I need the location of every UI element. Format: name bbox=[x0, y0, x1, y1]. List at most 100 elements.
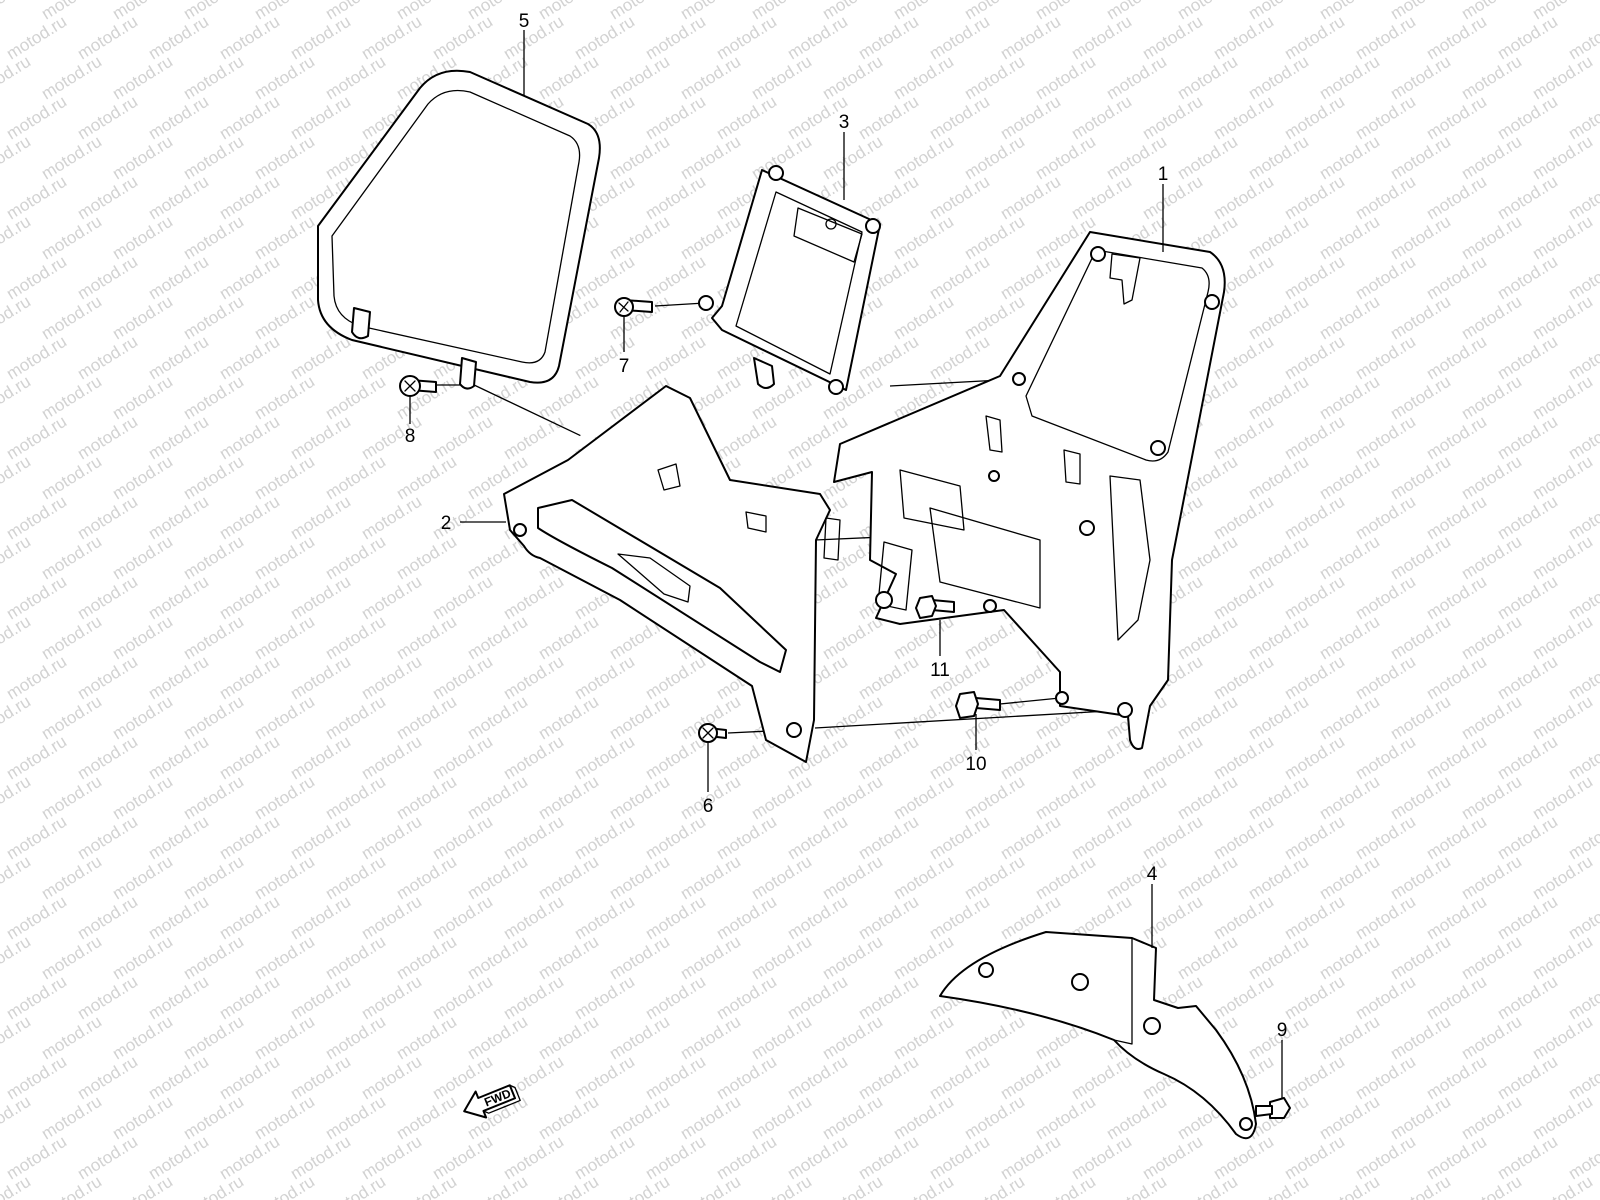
watermark-text: motod.ru bbox=[322, 932, 389, 984]
watermark-text: motod.ru bbox=[1529, 52, 1596, 104]
watermark-text: motod.ru bbox=[393, 692, 460, 744]
watermark-text: motod.ru bbox=[180, 292, 247, 344]
watermark-text: motod.ru bbox=[251, 932, 318, 984]
watermark-text: motod.ru bbox=[3, 252, 70, 304]
watermark-text: motod.ru bbox=[1281, 732, 1348, 784]
watermark-text: motod.ru bbox=[180, 932, 247, 984]
watermark-text: motod.ru bbox=[1458, 452, 1525, 504]
watermark-text: motod.ru bbox=[251, 292, 318, 344]
watermark-text: motod.ru bbox=[393, 1092, 460, 1144]
bolt-11 bbox=[915, 595, 955, 619]
watermark-text: motod.ru bbox=[890, 1092, 957, 1144]
watermark-text: motod.ru bbox=[1103, 852, 1170, 904]
watermark-text: motod.ru bbox=[322, 692, 389, 744]
watermark-text: motod.ru bbox=[38, 692, 105, 744]
watermark-text: motod.ru bbox=[109, 452, 176, 504]
watermark-text: motod.ru bbox=[109, 292, 176, 344]
watermark-text: motod.ru bbox=[1281, 12, 1348, 64]
watermark-text: motod.ru bbox=[180, 852, 247, 904]
watermark-text: motod.ru bbox=[819, 52, 886, 104]
watermark-text: motod.ru bbox=[855, 12, 922, 64]
watermark-text: motod.ru bbox=[38, 212, 105, 264]
watermark-text: motod.ru bbox=[74, 892, 141, 944]
watermark-text: motod.ru bbox=[1423, 892, 1490, 944]
watermark-text: motod.ru bbox=[74, 1052, 141, 1104]
watermark-text: motod.ru bbox=[1032, 772, 1099, 824]
watermark-text: motod.ru bbox=[784, 12, 851, 64]
watermark-text: motod.ru bbox=[997, 12, 1064, 64]
watermark-text: motod.ru bbox=[606, 1012, 673, 1064]
watermark-text: motod.ru bbox=[145, 892, 212, 944]
watermark-text: motod.ru bbox=[642, 1132, 709, 1184]
watermark-text: motod.ru bbox=[1032, 852, 1099, 904]
watermark-text: motod.ru bbox=[1458, 532, 1525, 584]
watermark-text: motod.ru bbox=[0, 1172, 34, 1200]
watermark-text: motod.ru bbox=[109, 532, 176, 584]
watermark-text: motod.ru bbox=[216, 732, 283, 784]
watermark-text: motod.ru bbox=[1281, 252, 1348, 304]
callout-3: 3 bbox=[839, 112, 850, 133]
watermark-text: motod.ru bbox=[642, 732, 709, 784]
watermark-text: motod.ru bbox=[1210, 172, 1277, 224]
watermark-text: motod.ru bbox=[926, 1132, 993, 1184]
watermark-text: motod.ru bbox=[180, 452, 247, 504]
watermark-text: motod.ru bbox=[393, 932, 460, 984]
watermark-text: motod.ru bbox=[500, 812, 567, 864]
watermark-text: motod.ru bbox=[1174, 692, 1241, 744]
watermark-text: motod.ru bbox=[819, 852, 886, 904]
watermark-text: motod.ru bbox=[890, 212, 957, 264]
watermark-text: motod.ru bbox=[216, 412, 283, 464]
watermark-text: motod.ru bbox=[322, 772, 389, 824]
screw-6 bbox=[698, 723, 727, 743]
watermark-text: motod.ru bbox=[1423, 332, 1490, 384]
watermark-text: motod.ru bbox=[251, 212, 318, 264]
watermark-text: motod.ru bbox=[1281, 412, 1348, 464]
watermark-text: motod.ru bbox=[961, 132, 1028, 184]
watermark-text: motod.ru bbox=[500, 1132, 567, 1184]
watermark-text: motod.ru bbox=[855, 812, 922, 864]
watermark-text: motod.ru bbox=[1245, 772, 1312, 824]
watermark-text: motod.ru bbox=[961, 212, 1028, 264]
watermark-text: motod.ru bbox=[606, 132, 673, 184]
watermark-text: motod.ru bbox=[74, 252, 141, 304]
watermark-text: motod.ru bbox=[926, 92, 993, 144]
watermark-text: motod.ru bbox=[0, 132, 34, 184]
watermark-text: motod.ru bbox=[74, 412, 141, 464]
watermark-text: motod.ru bbox=[109, 612, 176, 664]
watermark-text: motod.ru bbox=[1423, 972, 1490, 1024]
watermark-text: motod.ru bbox=[358, 972, 425, 1024]
watermark-text: motod.ru bbox=[358, 732, 425, 784]
watermark-text: motod.ru bbox=[535, 1012, 602, 1064]
watermark-text: motod.ru bbox=[855, 92, 922, 144]
watermark-text: motod.ru bbox=[1494, 492, 1561, 544]
watermark-text: motod.ru bbox=[1245, 452, 1312, 504]
watermark-text: motod.ru bbox=[642, 172, 709, 224]
watermark-text: motod.ru bbox=[1316, 1092, 1383, 1144]
watermark-text: motod.ru bbox=[38, 1012, 105, 1064]
watermark-text: motod.ru bbox=[1068, 92, 1135, 144]
watermark-text: motod.ru bbox=[3, 332, 70, 384]
watermark-text: motod.ru bbox=[1494, 812, 1561, 864]
watermark-text: motod.ru bbox=[535, 852, 602, 904]
watermark-text: motod.ru bbox=[1387, 1172, 1454, 1200]
watermark-text: motod.ru bbox=[1174, 772, 1241, 824]
watermark-text: motod.ru bbox=[287, 12, 354, 64]
watermark-text: motod.ru bbox=[677, 1012, 744, 1064]
watermark-text: motod.ru bbox=[890, 692, 957, 744]
watermark-text: motod.ru bbox=[74, 332, 141, 384]
watermark-text: motod.ru bbox=[429, 972, 496, 1024]
watermark-text: motod.ru bbox=[74, 92, 141, 144]
watermark-text: motod.ru bbox=[322, 372, 389, 424]
watermark-text: motod.ru bbox=[3, 1052, 70, 1104]
watermark-text: motod.ru bbox=[1245, 212, 1312, 264]
watermark-text: motod.ru bbox=[855, 732, 922, 784]
watermark-text: motod.ru bbox=[287, 412, 354, 464]
watermark-text: motod.ru bbox=[1281, 972, 1348, 1024]
watermark-text: motod.ru bbox=[287, 812, 354, 864]
watermark-text: motod.ru bbox=[1103, 1172, 1170, 1200]
watermark-text: motod.ru bbox=[1210, 972, 1277, 1024]
watermark-text: motod.ru bbox=[890, 1012, 957, 1064]
watermark-text: motod.ru bbox=[109, 932, 176, 984]
